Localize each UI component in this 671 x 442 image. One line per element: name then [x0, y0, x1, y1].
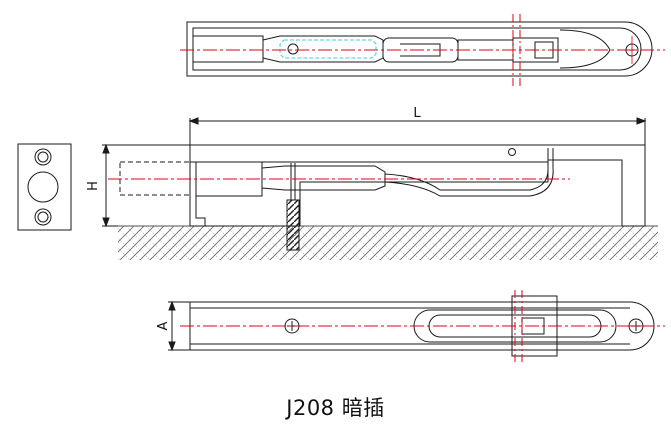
top-view-end-curve	[559, 29, 611, 69]
top-view	[180, 14, 665, 88]
front-view	[168, 290, 665, 362]
strike-plate	[17, 143, 72, 231]
strike-plate-screw-bottom-inner	[37, 211, 49, 223]
side-view	[102, 117, 658, 260]
dim-H-arrow-top	[102, 143, 110, 154]
side-view-body	[189, 144, 646, 227]
side-view-rod	[261, 165, 386, 191]
strike-plate-outline	[17, 143, 72, 231]
top-view-bolt-head	[192, 35, 264, 63]
side-view-bolt-extended	[119, 161, 191, 196]
dim-L-arrow-right	[636, 117, 647, 125]
dim-H-arrow-bottom	[102, 217, 110, 228]
top-view-rod-screw	[287, 43, 299, 55]
ground-hatch	[118, 226, 658, 260]
top-view-rod-highlight	[279, 39, 377, 59]
side-view-retainer	[195, 196, 206, 226]
dim-L-label: L	[413, 106, 421, 121]
dim-A-arrow-top	[168, 300, 176, 311]
top-view-body	[186, 21, 653, 77]
side-view-lever-curve-outer	[384, 148, 554, 197]
dim-A-arrow-bottom	[168, 341, 176, 352]
front-view-plate	[189, 301, 655, 351]
strike-plate-screw-bottom	[34, 208, 52, 226]
dim-L-arrow-left	[188, 117, 199, 125]
dim-A-label: A	[156, 321, 171, 330]
front-view-slot	[413, 309, 617, 343]
strike-plate-screw-top-inner	[37, 151, 49, 163]
side-view-screw	[286, 199, 300, 251]
strike-plate-screw-top	[34, 148, 52, 166]
strike-plate-bolt-hole	[27, 171, 59, 203]
front-view-slot-inner	[428, 314, 602, 338]
dim-H-label: H	[86, 181, 101, 191]
top-view-inner-outline	[192, 27, 642, 71]
drawing-caption: J208 暗插	[286, 396, 385, 420]
side-view-pin-hole	[508, 148, 516, 156]
side-view-lever-curve	[384, 148, 549, 191]
